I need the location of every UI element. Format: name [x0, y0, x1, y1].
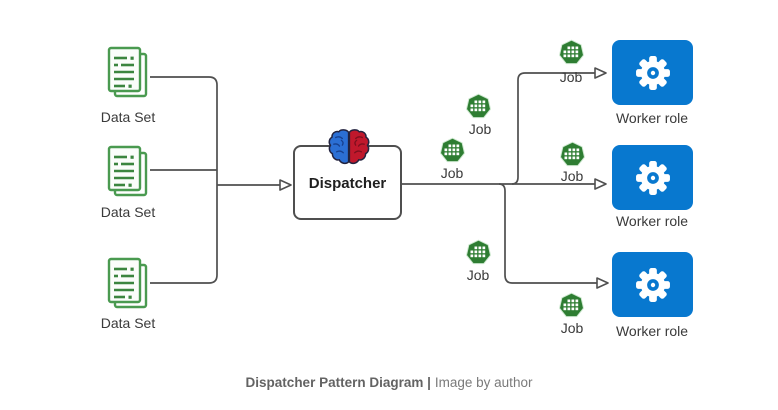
job-label-5: Job [560, 168, 584, 184]
caption-title: Dispatcher Pattern Diagram | [245, 375, 431, 390]
branch-to-worker3-line [498, 183, 598, 284]
job-label-4: Job [559, 69, 583, 85]
job-label-2: Job [440, 165, 464, 181]
gear-icon [631, 156, 675, 200]
branch-to-worker1-line [511, 72, 596, 185]
dataset-label-1: Data Set [100, 109, 156, 125]
dataset-label-3: Data Set [100, 315, 156, 331]
dispatcher-box: Dispatcher [293, 145, 402, 220]
worker-box-3 [612, 252, 693, 317]
brain-icon [326, 128, 372, 168]
worker-label-2: Worker role [615, 213, 689, 229]
arrowhead-into-dispatcher [279, 179, 292, 191]
worker-label-3: Worker role [615, 323, 689, 339]
job-icon-5 [559, 141, 586, 168]
job-label-3: Job [466, 267, 490, 283]
caption-byline: Image by author [434, 375, 533, 390]
dataset-label-2: Data Set [100, 204, 156, 220]
gear-icon [631, 263, 675, 307]
worker-box-1 [612, 40, 693, 105]
job-icon-2 [439, 137, 466, 164]
dataset-icon-2 [104, 144, 152, 201]
job-icon-1 [465, 93, 492, 120]
arrowhead-into-worker3 [596, 277, 609, 289]
job-icon-3 [465, 239, 492, 266]
dataset-icon-1 [104, 45, 152, 102]
worker-box-2 [612, 145, 693, 210]
arrowhead-into-worker2 [594, 178, 607, 190]
dataset-bus-line [150, 76, 218, 284]
job-label-6: Job [560, 320, 584, 336]
job-label-1: Job [468, 121, 492, 137]
gear-icon [631, 51, 675, 95]
job-icon-4 [558, 39, 585, 66]
job-icon-6 [558, 292, 585, 319]
worker-label-1: Worker role [615, 110, 689, 126]
arrowhead-into-worker1 [594, 67, 607, 79]
caption: Dispatcher Pattern Diagram |Image by aut… [0, 375, 778, 390]
dispatcher-label: Dispatcher [308, 175, 387, 192]
dataset-icon-3 [104, 256, 152, 313]
